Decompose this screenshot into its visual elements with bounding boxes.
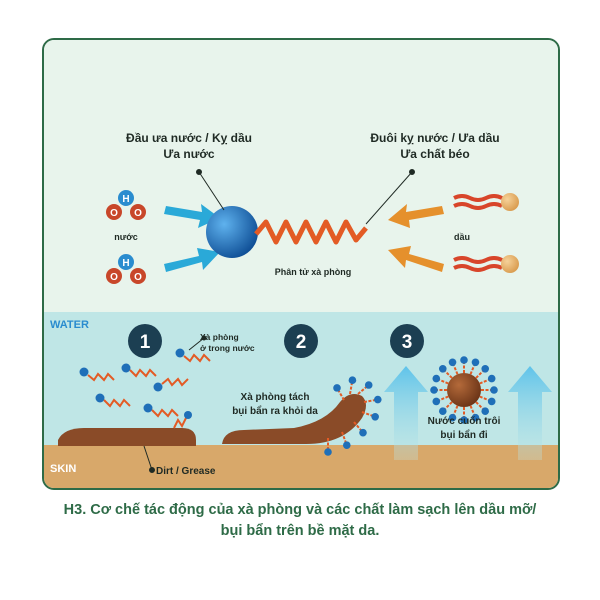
soap-molecule-icon: [121, 363, 157, 378]
step2-note-line1: Xà phòng tách: [240, 392, 310, 403]
soap-molecule-icon: [353, 421, 367, 437]
soap-molecule-icon: [333, 384, 345, 401]
step2-note-line2: bụi bẩn ra khỏi da: [232, 405, 318, 417]
diagram-canvas: H O O H O O: [44, 40, 558, 488]
step1-note-line2: ở trong nước: [200, 343, 255, 354]
pointer-line: [143, 445, 155, 473]
water-label: nước: [114, 232, 138, 242]
soap-molecule-icon: [341, 431, 351, 449]
oil-molecule-icon: [453, 255, 519, 273]
soap-molecule-icon: [95, 393, 131, 408]
arrow-icon: [388, 204, 444, 272]
soap-molecule-icon: [432, 395, 449, 406]
up-arrow-icon: [508, 366, 552, 460]
head-label-line1: Đầu ưa nước / Kỵ dầu: [126, 131, 252, 145]
soap-molecule-icon: [363, 395, 382, 404]
soap-molecule-icon: [448, 405, 459, 422]
soap-molecule-icon: [173, 411, 192, 429]
skin-zone: [44, 445, 558, 488]
dirt-layer: [222, 394, 366, 444]
soap-molecule-icon: [348, 376, 357, 395]
soap-molecule-icon: [475, 364, 490, 379]
soap-molecule-icon: [430, 386, 447, 394]
soap-head-icon: [206, 206, 258, 258]
o-atom-label: O: [134, 272, 142, 283]
h-atom-label: H: [122, 194, 129, 205]
figure-caption: H3. Cơ chế tác động của xà phòng và các …: [20, 500, 580, 542]
water-molecule-icon: H O O: [106, 190, 146, 220]
head-label-line2: Ưa nước: [163, 147, 215, 162]
soap-molecule-icon: [479, 374, 496, 385]
step2-note: Xà phòng tách bụi bẩn ra khỏi da: [220, 391, 330, 418]
soap-molecule-icon: [469, 358, 480, 375]
soap-cluster: [324, 376, 382, 456]
pointer-line: [188, 335, 207, 351]
step3-note-line1: Nước cuốn trôi: [427, 416, 501, 427]
pointer-line: [196, 169, 415, 225]
soap-molecule-icon: [361, 411, 379, 421]
soap-molecule-icon: [460, 356, 468, 373]
soap-molecule-icon: [448, 358, 459, 375]
step-1-number: 1: [140, 332, 151, 353]
o-atom-label: O: [110, 208, 118, 219]
skin-zone-label: SKIN: [50, 463, 76, 475]
o-atom-label: O: [110, 272, 118, 283]
dirt-ball-icon: [447, 373, 481, 407]
caption-line2: bụi bẩn trên bề mặt da.: [220, 523, 380, 540]
soap-molecule-icon: [460, 407, 468, 424]
water-zone-label: WATER: [50, 319, 89, 331]
step-2-number: 2: [296, 332, 307, 353]
step-2-badge: 2: [284, 324, 318, 358]
tail-label: Đuôi kỵ nước / Ưa dầu Ưa chất béo: [330, 130, 540, 162]
step3-note-line2: bụi bẩn đi: [440, 429, 488, 441]
tail-label-line2: Ưa chất béo: [400, 147, 470, 162]
soap-mechanism-figure: H O O H O O: [42, 38, 560, 490]
step-1-badge: 1: [128, 324, 162, 358]
head-label: Đầu ưa nước / Kỵ dầu Ưa nước: [84, 130, 294, 162]
arrow-icon: [164, 204, 220, 272]
step3-note: Nước cuốn trôi bụi bẩn đi: [414, 415, 514, 442]
oil-molecule-icon: [453, 193, 519, 211]
soap-molecule-icon: [357, 381, 373, 395]
water-molecule-icon: H O O: [106, 254, 146, 284]
h-atom-label: H: [122, 258, 129, 269]
soap-molecule-icon: [153, 377, 189, 392]
oil-label: dầu: [453, 232, 470, 242]
soap-molecule-icon: [324, 438, 332, 456]
step1-note-line1: Xà phòng: [200, 332, 239, 342]
soap-molecule-icon: [481, 386, 498, 394]
soap-molecule-icon: [469, 405, 480, 422]
soap-molecule-icon: [475, 401, 490, 416]
step-3-badge: 3: [390, 324, 424, 358]
step1-note: Xà phòng ở trong nước: [200, 332, 270, 354]
soap-molecule-icon: [438, 364, 453, 379]
soap-molecule-icon: [79, 367, 115, 382]
soap-molecule-icon: [479, 395, 496, 406]
dirt-layer: [58, 428, 196, 446]
soap-molecule-icon: [432, 374, 449, 385]
soap-molecule-icon: [143, 403, 179, 418]
soap-tail-icon: [254, 219, 368, 245]
caption-line1: H3. Cơ chế tác động của xà phòng và các …: [63, 502, 537, 518]
soap-molecule-icon: [175, 348, 211, 363]
up-arrow-icon: [384, 366, 428, 460]
soap-molecule-icon: [438, 401, 453, 416]
micelle-icon: [430, 356, 498, 424]
step-3-number: 3: [402, 332, 413, 353]
o-atom-label: O: [134, 208, 142, 219]
dirt-label: Dirt / Grease: [156, 466, 216, 477]
molecule-label: Phân tử xà phòng: [274, 267, 352, 277]
tail-label-line1: Đuôi kỵ nước / Ưa dầu: [370, 131, 500, 145]
